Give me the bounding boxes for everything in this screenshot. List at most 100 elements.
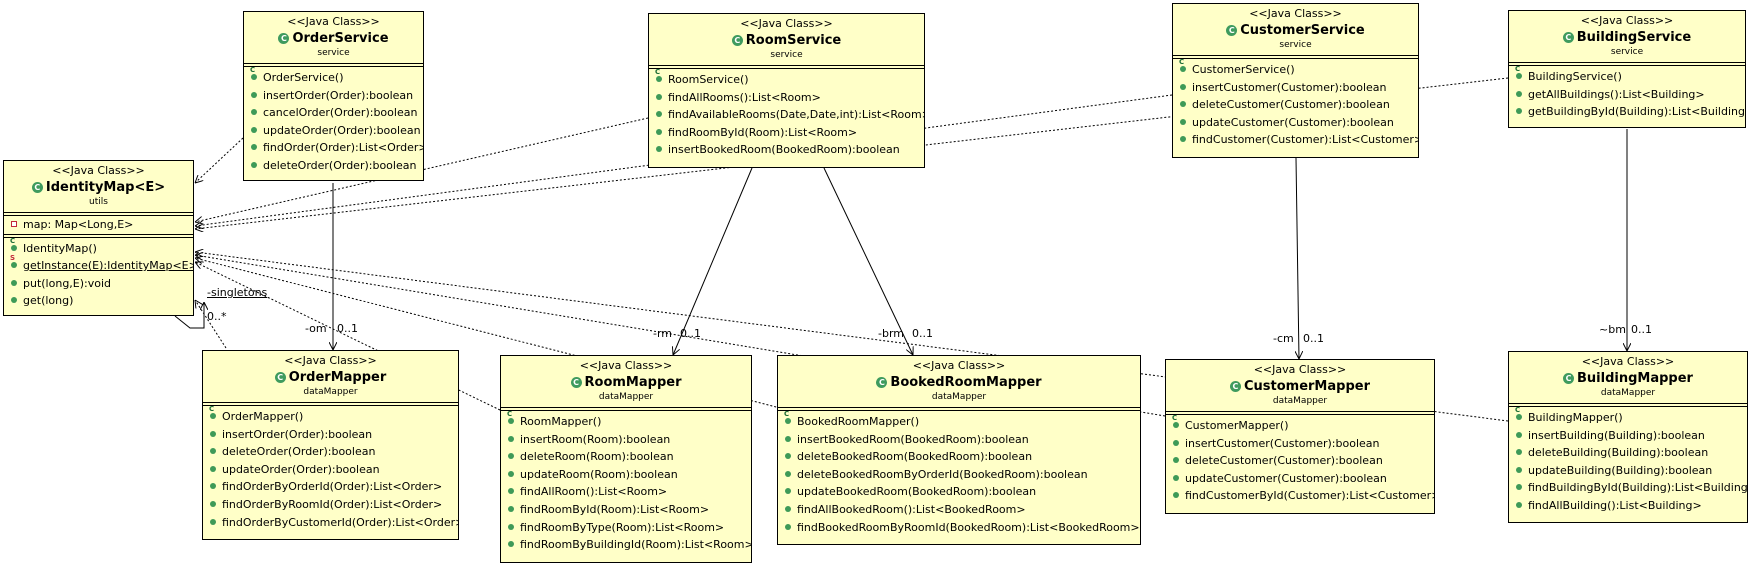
- public-icon: C: [507, 411, 514, 424]
- stereotype-label: <<Java Class>>: [52, 164, 145, 177]
- public-icon: [1516, 501, 1522, 508]
- method-row: updateBuilding(Building):boolean: [1509, 462, 1747, 480]
- multiplicity-label-bm: 0..1: [1631, 323, 1652, 336]
- stereotype-label: <<Java Class>>: [284, 354, 377, 367]
- public-icon: [1516, 484, 1522, 491]
- public-icon: [251, 126, 257, 133]
- multiplicity-label-singletons: 0..*: [207, 310, 227, 323]
- public-icon: [210, 448, 216, 455]
- public-icon: S: [10, 255, 17, 269]
- method-row: deleteBookedRoomByOrderId(BookedRoom):bo…: [778, 466, 1140, 484]
- multiplicity-label-rm: 0..1: [680, 327, 701, 340]
- method-row: deleteOrder(Order):boolean: [244, 157, 423, 175]
- public-icon: [210, 465, 216, 472]
- method-row: deleteBuilding(Building):boolean: [1509, 444, 1747, 462]
- method-row: get(long): [4, 292, 193, 310]
- class-name: RoomMapper: [584, 375, 682, 390]
- role-label-singletons: -singletons: [207, 286, 268, 299]
- method-row: updateRoom(Room):boolean: [501, 466, 751, 484]
- method-row: updateBookedRoom(BookedRoom):boolean: [778, 483, 1140, 501]
- class-icon: C: [278, 33, 290, 44]
- public-icon: C: [1179, 59, 1186, 72]
- method-row: findRoomById(Room):List<Room>: [649, 124, 924, 142]
- method-row: findBuildingById(Building):List<Building…: [1509, 479, 1747, 497]
- public-icon: [1516, 431, 1522, 438]
- public-icon: [251, 144, 257, 151]
- public-icon: C: [655, 69, 662, 82]
- public-icon: [210, 518, 216, 525]
- association-singletons: [174, 302, 204, 329]
- compartment-divider: [4, 212, 193, 216]
- compartment-divider: [4, 233, 193, 238]
- public-icon: C: [10, 237, 17, 251]
- public-icon: [656, 128, 662, 135]
- method-row: findRoomById(Room):List<Room>: [501, 501, 751, 519]
- class-name: CustomerMapper: [1243, 379, 1370, 394]
- method-row: findBookedRoomByRoomId(BookedRoom):List<…: [778, 519, 1140, 537]
- class-name: IdentityMap<E>: [45, 180, 166, 195]
- role-label-om: -om: [305, 322, 327, 335]
- compartment-divider: [649, 65, 924, 69]
- public-icon: [11, 279, 17, 286]
- fields-compartment: map: Map<Long,E>: [4, 216, 193, 234]
- class-icon: C: [274, 372, 286, 383]
- package-name: utils: [89, 197, 108, 207]
- method-row: deleteCustomer(Customer):boolean: [1166, 452, 1434, 470]
- method-row: findAllBookedRoom():List<BookedRoom>: [778, 501, 1140, 519]
- method-row: insertOrder(Order):boolean: [203, 426, 458, 444]
- package-name: service: [770, 50, 803, 60]
- method-row: getAllBuildings():List<Building>: [1509, 86, 1745, 104]
- class-icon: C: [570, 377, 582, 388]
- public-icon: [508, 470, 514, 477]
- dependency-orderservice-identitymap: [195, 137, 244, 183]
- public-icon: [1173, 474, 1179, 481]
- public-icon: [1516, 90, 1522, 97]
- public-icon: [1173, 492, 1179, 499]
- method-row: findAllRoom():List<Room>: [501, 483, 751, 501]
- stereotype-label: <<Java Class>>: [912, 359, 1006, 372]
- class-icon: C: [1226, 25, 1238, 36]
- method-row: insertBookedRoom(BookedRoom):boolean: [778, 431, 1140, 449]
- stereotype-label: <<Java Class>>: [740, 17, 833, 30]
- method-row: deleteRoom(Room):boolean: [501, 448, 751, 466]
- method-row: insertOrder(Order):boolean: [244, 87, 423, 105]
- public-icon: [785, 523, 791, 530]
- stereotype-label: <<Java Class>>: [1581, 355, 1675, 368]
- class-identitymap[interactable]: <<Java Class>> C IdentityMap<E> utils map…: [3, 160, 194, 316]
- method-row: updateOrder(Order):boolean: [244, 122, 423, 140]
- multiplicity-label-brm: 0..1: [912, 327, 933, 340]
- multiplicity-label-cm: 0..1: [1303, 332, 1324, 345]
- method-row: updateCustomer(Customer):boolean: [1166, 470, 1434, 488]
- method-row: findOrderByRoomId(Order):List<Order>: [203, 496, 458, 514]
- method-row: insertBuilding(Building):boolean: [1509, 427, 1747, 445]
- public-icon: [508, 505, 514, 512]
- package-name: dataMapper: [1272, 396, 1328, 406]
- public-icon: [210, 500, 216, 507]
- package-name: dataMapper: [1600, 388, 1656, 398]
- method-row: findCustomerById(Customer):List<Customer…: [1166, 487, 1434, 505]
- public-icon: [251, 91, 257, 98]
